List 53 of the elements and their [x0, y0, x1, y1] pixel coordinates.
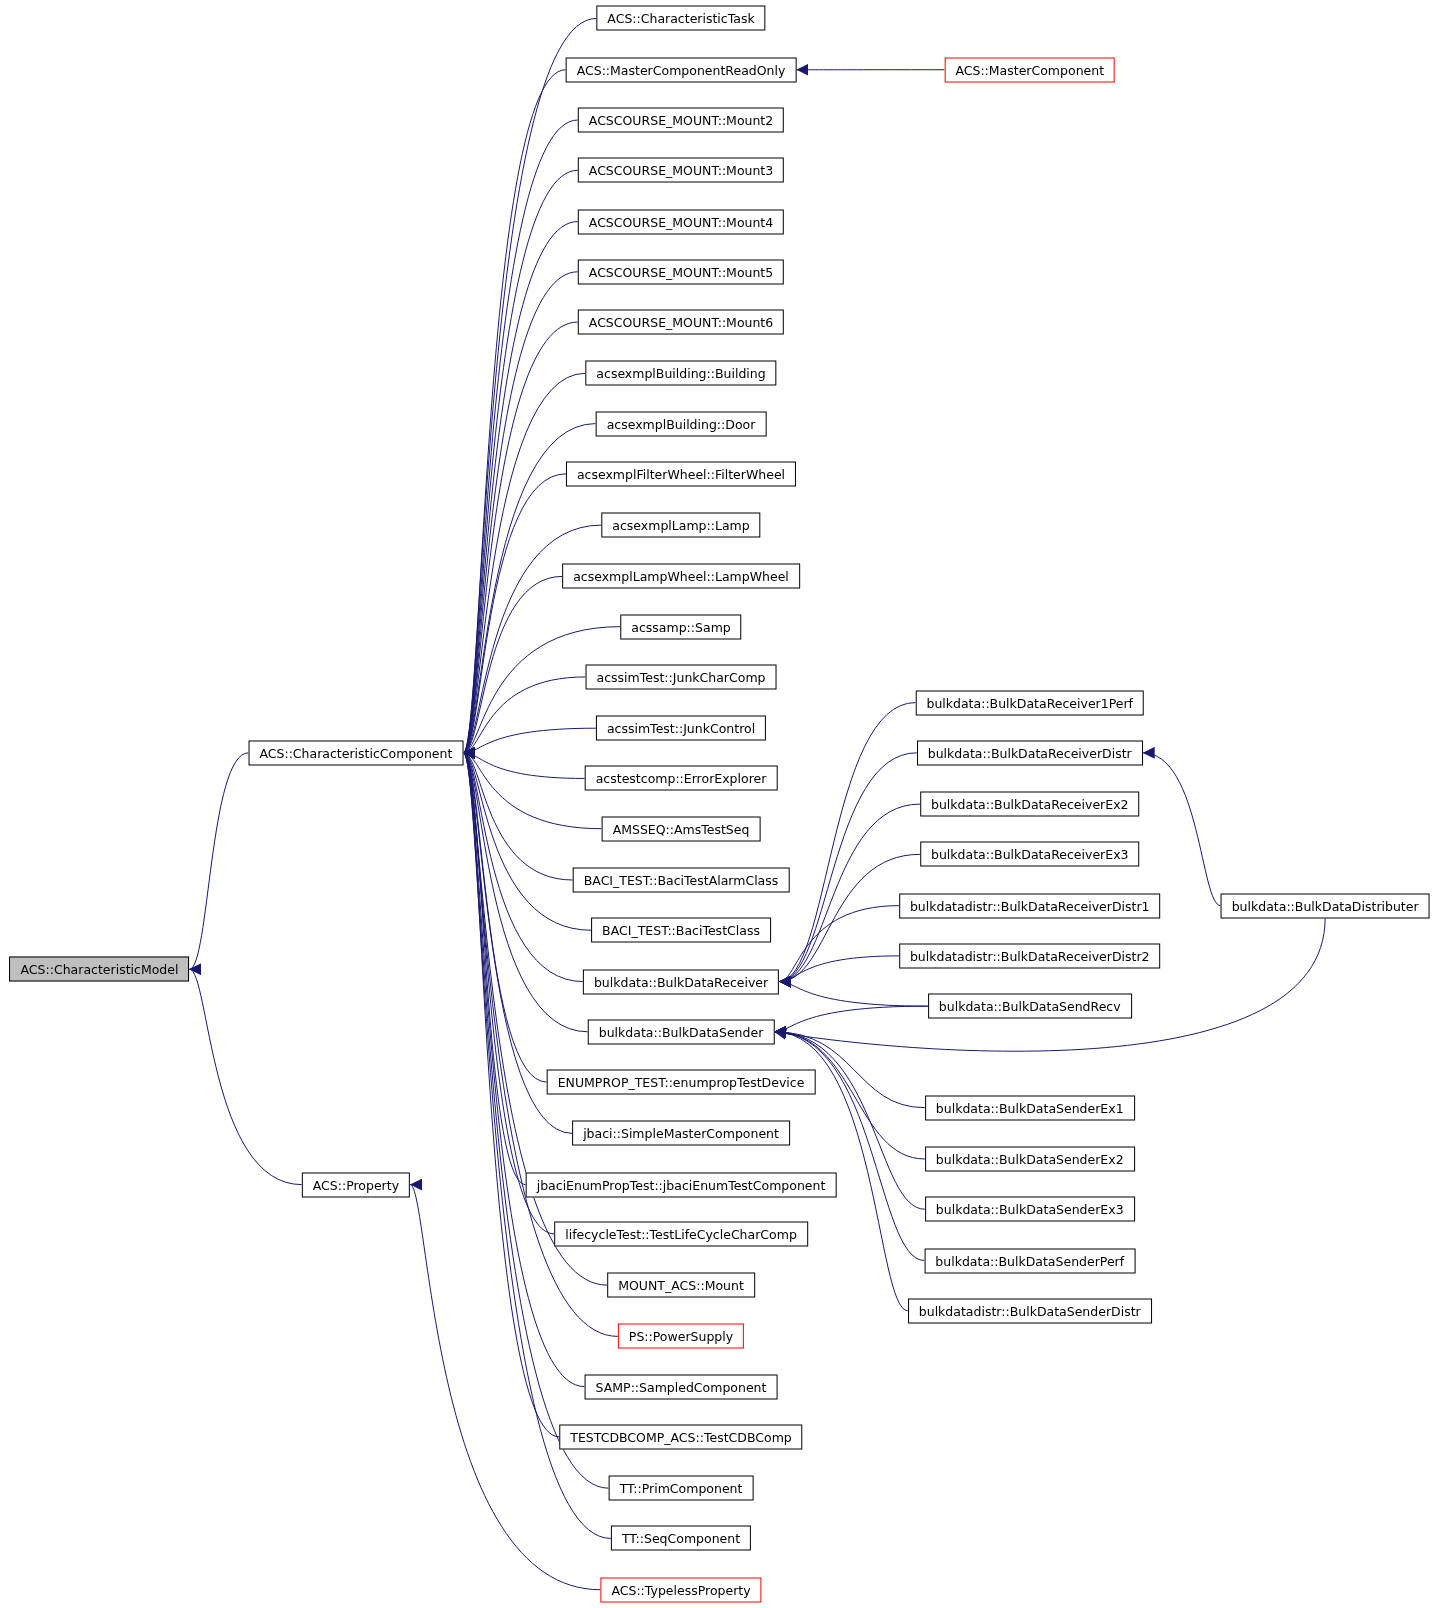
class-box: ACS::MasterComponentReadOnly — [565, 57, 797, 83]
class-box: ACSCOURSE_MOUNT::Mount6 — [577, 309, 785, 335]
class-box: acsexmplFilterWheel::FilterWheel — [565, 461, 797, 487]
class-box: AMSSEQ::AmsTestSeq — [601, 816, 761, 842]
class-box: bulkdata::BulkDataReceiverDistr — [916, 740, 1143, 766]
class-box: bulkdatadistr::BulkDataSenderDistr — [907, 1298, 1152, 1324]
class-box: acsexmplBuilding::Building — [585, 360, 777, 386]
class-box: bulkdata::BulkDataSender — [587, 1019, 775, 1045]
class-box: ACS::CharacteristicModel — [9, 956, 190, 982]
inheritance-arrow — [1142, 749, 1222, 907]
class-box: bulkdata::BulkDataSendRecv — [927, 993, 1132, 1019]
class-box: acssimTest::JunkControl — [595, 715, 767, 741]
class-box: ACSCOURSE_MOUNT::Mount3 — [577, 157, 785, 183]
class-box: TT::SeqComponent — [610, 1525, 752, 1551]
class-box: TESTCDBCOMP_ACS::TestCDBComp — [559, 1424, 803, 1450]
class-box: bulkdata::BulkDataSenderEx3 — [924, 1196, 1135, 1222]
class-box: bulkdata::BulkDataSenderEx1 — [924, 1095, 1135, 1121]
class-box: acssamp::Samp — [620, 614, 742, 640]
class-box: ACSCOURSE_MOUNT::Mount5 — [577, 259, 785, 285]
class-box: bulkdata::BulkDataReceiverEx3 — [919, 841, 1140, 867]
class-box: ACS::CharacteristicComponent — [248, 740, 464, 766]
class-box: bulkdata::BulkDataDistributer — [1220, 893, 1430, 919]
class-box: acsexmplBuilding::Door — [595, 411, 767, 437]
class-box: ACS::Property — [301, 1172, 411, 1198]
class-box: PS::PowerSupply — [617, 1323, 745, 1349]
class-box: MOUNT_ACS::Mount — [607, 1272, 755, 1298]
class-box: bulkdata::BulkDataSenderPerf — [924, 1248, 1136, 1273]
class-box: acsexmplLampWheel::LampWheel — [562, 563, 800, 589]
class-box: SAMP::SampledComponent — [584, 1374, 778, 1400]
class-box: ACS::CharacteristicTask — [596, 5, 766, 31]
inheritance-arrow — [188, 752, 249, 970]
class-box: ACS::TypelessProperty — [600, 1577, 762, 1603]
class-box: acsexmplLamp::Lamp — [601, 512, 761, 538]
class-box: bulkdata::BulkDataReceiver — [582, 969, 780, 995]
class-box: BACI_TEST::BaciTestAlarmClass — [572, 867, 790, 893]
class-box: bulkdata::BulkDataSenderEx2 — [924, 1146, 1135, 1172]
class-box: ACSCOURSE_MOUNT::Mount4 — [577, 209, 785, 235]
class-box: bulkdata::BulkDataReceiverEx2 — [919, 791, 1140, 817]
class-box: acssimTest::JunkCharComp — [585, 664, 777, 690]
class-box: TT::PrimComponent — [608, 1475, 754, 1501]
class-box: ENUMPROP_TEST::enumpropTestDevice — [546, 1069, 816, 1095]
inheritance-arrow — [795, 63, 945, 76]
class-box: bulkdatadistr::BulkDataReceiverDistr2 — [898, 943, 1161, 969]
class-box: bulkdata::BulkDataReceiver1Perf — [915, 690, 1144, 716]
class-box: BACI_TEST::BaciTestClass — [591, 917, 771, 943]
class-box: lifecycleTest::TestLifeCycleCharComp — [554, 1221, 808, 1247]
class-box: ACSCOURSE_MOUNT::Mount2 — [577, 107, 785, 133]
class-box: jbaciEnumPropTest::jbaciEnumTestComponent — [525, 1172, 837, 1198]
inheritance-arrow — [773, 917, 1326, 1052]
class-box: bulkdatadistr::BulkDataReceiverDistr1 — [898, 893, 1161, 919]
class-box: acstestcomp::ErrorExplorer — [584, 765, 778, 791]
class-box: jbaci::SimpleMasterComponent — [572, 1120, 790, 1146]
class-box: ACS::MasterComponent — [944, 57, 1116, 83]
